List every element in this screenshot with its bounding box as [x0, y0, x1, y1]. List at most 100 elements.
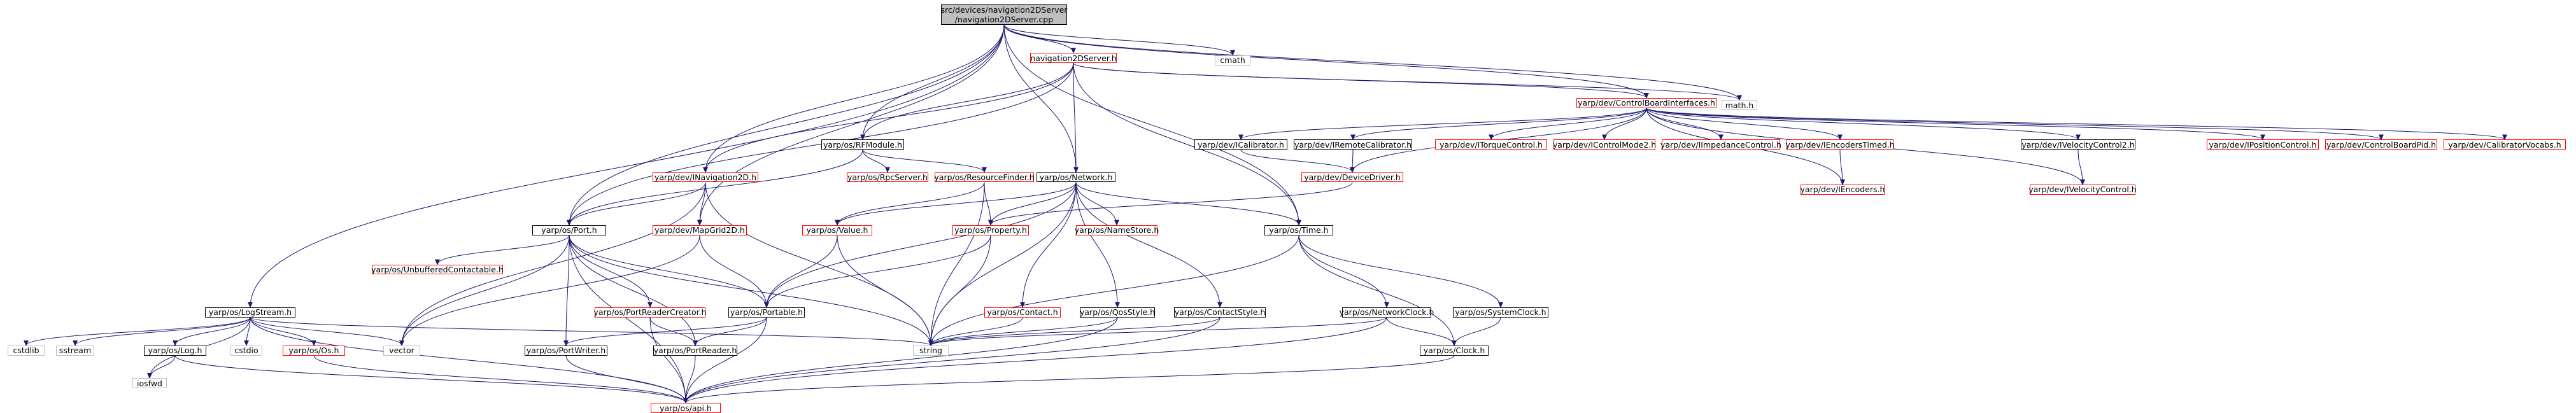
node-ivc2[interactable]: yarp/dev/IVelocityControl2.h — [2021, 139, 2135, 150]
node-api[interactable]: yarp/os/api.h — [651, 403, 721, 413]
node-portable[interactable]: yarp/os/Portable.h — [728, 307, 805, 318]
node-logstream[interactable]: yarp/os/LogStream.h — [205, 307, 295, 318]
edge-cbi-to-calvocabs — [1646, 108, 2507, 141]
node-label: yarp/os/ResourceFinder.h — [934, 172, 1035, 183]
node-cbpid[interactable]: yarp/dev/ControlBoardPid.h — [2325, 139, 2437, 150]
node-label: cstdlib — [13, 346, 39, 356]
edge-logstream-to-cstdlib — [24, 317, 251, 346]
node-ienc[interactable]: yarp/dev/IEncoders.h — [1801, 185, 1885, 195]
node-portwriter[interactable]: yarp/os/PortWriter.h — [525, 345, 607, 356]
node-portreader[interactable]: yarp/os/PortReader.h — [653, 345, 737, 356]
node-label: yarp/os/PortReaderCreator.h — [593, 307, 707, 318]
node-contactstyle[interactable]: yarp/os/ContactStyle.h — [1174, 307, 1266, 318]
node-cstdlib: cstdlib — [8, 345, 45, 356]
node-label: yarp/dev/INavigation2D.h — [654, 172, 757, 183]
node-label: yarp/os/QosStyle.h — [1080, 307, 1156, 318]
edge-root-to-inav2d — [703, 24, 1005, 173]
node-network[interactable]: yarp/os/Network.h — [1037, 172, 1115, 183]
edge-network-to-contact — [1020, 182, 1077, 308]
node-contact[interactable]: yarp/os/Contact.h — [984, 307, 1061, 318]
edge-netclock-to-string — [928, 317, 1387, 346]
edge-cbi-to-icalib — [1238, 108, 1647, 141]
node-label: yarp/os/PortWriter.h — [526, 346, 606, 356]
node-label: yarp/os/LogStream.h — [208, 307, 292, 318]
node-label: yarp/dev/MapGrid2D.h — [655, 225, 745, 235]
node-prcreator[interactable]: yarp/os/PortReaderCreator.h — [593, 307, 707, 318]
node-iremcalib[interactable]: yarp/dev/IRemoteCalibrator.h — [1294, 139, 1412, 150]
node-resfinder[interactable]: yarp/os/ResourceFinder.h — [934, 172, 1035, 183]
edge-network-to-value — [835, 182, 1077, 226]
node-label: /navigation2DServer.cpp — [954, 14, 1054, 24]
node-iimp[interactable]: yarp/dev/IImpedanceControl.h — [1660, 139, 1781, 150]
node-label: yarp/os/ContactStyle.h — [1174, 307, 1266, 318]
edge-root-to-cmath — [1003, 24, 1235, 56]
edge-network-to-portable — [764, 182, 1077, 308]
node-port[interactable]: yarp/os/Port.h — [532, 225, 606, 235]
node-clock[interactable]: yarp/os/Clock.h — [1420, 345, 1489, 356]
edge-ivc2-to-ivc — [2077, 150, 2085, 186]
edge-root-to-math_h — [1003, 24, 1742, 101]
node-icalib[interactable]: yarp/dev/ICalibrator.h — [1194, 139, 1287, 150]
edge-logstream-to-log — [173, 317, 251, 346]
edge-os-to-api — [313, 355, 688, 404]
node-rfmodule[interactable]: yarp/os/RFModule.h — [821, 139, 904, 150]
node-label: yarp/dev/IVelocityControl.h — [2028, 185, 2137, 195]
edge-cbi-to-iimp — [1646, 108, 1723, 141]
edge-time-to-sysclock — [1298, 235, 1503, 308]
node-label: yarp/os/Contact.h — [987, 307, 1058, 318]
edge-root-to-logstream — [248, 24, 1005, 308]
edge-netclock-to-api — [683, 317, 1387, 404]
edge-logstream-to-os — [250, 317, 316, 346]
node-label: yarp/os/Os.h — [288, 346, 339, 356]
edge-network-to-string — [928, 182, 1077, 346]
node-icm2[interactable]: yarp/dev/IControlMode2.h — [1553, 139, 1656, 150]
edge-clock-to-api — [683, 355, 1455, 404]
edge-network-to-time — [1075, 182, 1301, 226]
node-rpcserver[interactable]: yarp/os/RpcServer.h — [847, 172, 928, 183]
node-log[interactable]: yarp/os/Log.h — [144, 345, 206, 356]
edge-property-to-string — [928, 235, 991, 346]
node-label: yarp/dev/IVelocityControl2.h — [2021, 139, 2135, 150]
edge-resfinder-to-property — [984, 182, 993, 226]
node-namestore[interactable]: yarp/os/NameStore.h — [1075, 225, 1159, 235]
node-ipos[interactable]: yarp/dev/IPositionControl.h — [2207, 139, 2319, 150]
node-label: yarp/os/SystemClock.h — [1455, 307, 1546, 318]
edge-portwriter-to-api — [565, 355, 688, 404]
edge-cbi-to-iremcalib — [1350, 108, 1647, 141]
node-ivc[interactable]: yarp/dev/IVelocityControl.h — [2028, 185, 2137, 195]
node-property[interactable]: yarp/os/Property.h — [952, 225, 1029, 235]
node-unbuf[interactable]: yarp/os/UnbufferedContactable.h — [371, 264, 504, 275]
edge-iremcalib-to-devdriver — [1350, 150, 1355, 173]
node-value[interactable]: yarp/os/Value.h — [802, 225, 872, 235]
edge-portable-to-api — [683, 317, 767, 404]
node-mapgrid[interactable]: yarp/dev/MapGrid2D.h — [653, 225, 747, 235]
node-math-h: math.h — [1722, 100, 1757, 111]
edge-inav2d-to-string — [705, 182, 933, 346]
node-inav2d[interactable]: yarp/dev/INavigation2D.h — [653, 172, 758, 183]
edge-root-to-port — [567, 24, 1005, 226]
node-label: yarp/dev/IRemoteCalibrator.h — [1294, 139, 1412, 150]
edge-value-to-string — [837, 235, 933, 346]
node-cbi[interactable]: yarp/dev/ControlBoardInterfaces.h — [1576, 97, 1716, 108]
node-ienctimed[interactable]: yarp/dev/IEncodersTimed.h — [1785, 139, 1895, 150]
edge-rfmodule-to-resfinder — [862, 149, 987, 173]
node-nav2dserver-h[interactable]: navigation2DServer.h — [1030, 53, 1117, 64]
edge-portreader-to-api — [683, 355, 696, 404]
node-sysclock[interactable]: yarp/os/SystemClock.h — [1453, 307, 1548, 318]
node-time[interactable]: yarp/os/Time.h — [1264, 225, 1333, 235]
node-root[interactable]: src/devices/navigation2DServer/navigatio… — [941, 4, 1067, 25]
node-label: yarp/dev/ControlBoardPid.h — [2326, 139, 2437, 150]
node-calvocabs[interactable]: yarp/dev/CalibratorVocabs.h — [2444, 139, 2566, 150]
node-label: yarp/dev/IPositionControl.h — [2209, 139, 2317, 150]
edge-port-to-vector — [399, 235, 570, 346]
node-netclock[interactable]: yarp/os/NetworkClock.h — [1340, 307, 1434, 318]
edge-root-to-network — [1003, 24, 1079, 173]
node-qosstyle[interactable]: yarp/os/QosStyle.h — [1080, 307, 1155, 318]
node-sstream: sstream — [56, 345, 94, 356]
node-itorque[interactable]: yarp/dev/ITorqueControl.h — [1435, 139, 1547, 150]
node-label: yarp/dev/ICalibrator.h — [1198, 139, 1284, 150]
node-os[interactable]: yarp/os/Os.h — [283, 345, 345, 356]
edge-cbi-to-ipos — [1646, 108, 2265, 141]
node-devdriver[interactable]: yarp/dev/DeviceDriver.h — [1301, 172, 1403, 183]
